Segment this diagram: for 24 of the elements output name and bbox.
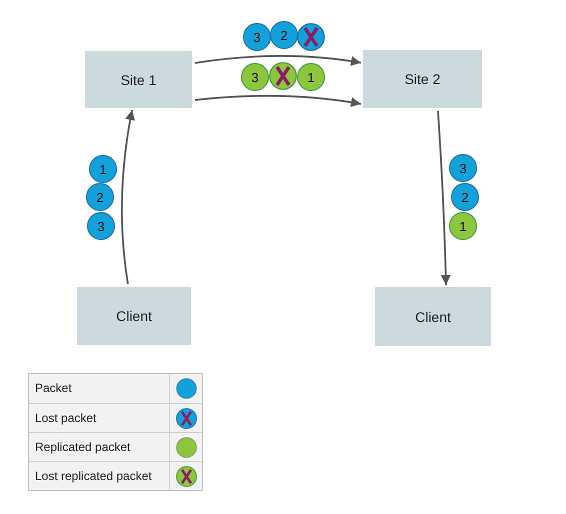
- legend-label: Replicated packet: [35, 440, 130, 454]
- arrow: [194, 94, 362, 108]
- packet-circle: 2: [451, 183, 479, 211]
- legend-label: Lost replicated packet: [35, 469, 152, 483]
- packet-circle: 1: [89, 155, 117, 183]
- packet-circle: 2: [270, 21, 298, 49]
- packet-circle: 3: [87, 212, 115, 240]
- node-box: Client: [77, 287, 191, 345]
- packet-circle: 3: [241, 63, 269, 91]
- arrow: [437, 110, 451, 286]
- arrow: [194, 55, 362, 66]
- crossed-out-circle-icon: [269, 62, 297, 90]
- node-box: Site 2: [363, 50, 482, 108]
- packet-circle: 1: [449, 212, 477, 240]
- packet-circle: 2: [86, 183, 114, 211]
- legend-label: Packet: [35, 381, 72, 395]
- legend-label: Lost packet: [35, 411, 96, 425]
- packet-circle: 3: [243, 23, 271, 51]
- crossed-out-circle-icon: [297, 23, 325, 51]
- node-box: Site 1: [85, 51, 192, 108]
- node-box: Client: [375, 287, 491, 346]
- packet-circle: 1: [297, 63, 325, 91]
- packet-circle: 3: [449, 154, 477, 182]
- arrow: [121, 110, 136, 284]
